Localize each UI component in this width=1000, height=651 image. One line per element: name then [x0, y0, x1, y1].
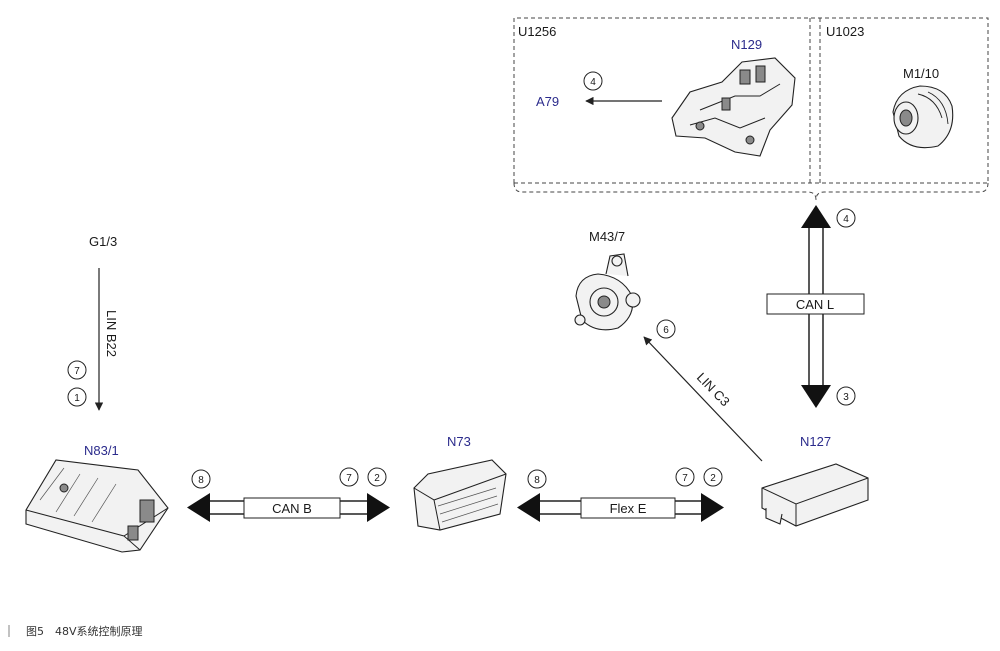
n129-transmission-valve-body — [671, 57, 796, 157]
marker-can-l-bottom: 3 — [836, 386, 856, 406]
flex-e-bus: Flex E — [517, 493, 724, 522]
marker-a79-arrow: 4 — [583, 71, 603, 91]
marker-can-l-top: 4 — [836, 208, 856, 228]
svg-text:3: 3 — [843, 392, 849, 403]
figure-caption: 图5 48V系统控制原理 — [8, 624, 143, 638]
bus-label-lin-b22: LIN B22 — [104, 310, 119, 357]
enclosure-u1256-u1023 — [513, 17, 989, 201]
group-label-u1256: U1256 — [518, 24, 556, 39]
svg-text:7: 7 — [682, 473, 688, 484]
bus-label-flex-e: Flex E — [610, 501, 647, 516]
lin-c3-bus-line — [643, 336, 763, 462]
svg-text:7: 7 — [74, 366, 80, 377]
group-label-u1023: U1023 — [826, 24, 864, 39]
marker-lin-b22-a: 7 — [67, 360, 87, 380]
svg-text:4: 4 — [843, 214, 849, 225]
component-label-n127: N127 — [800, 434, 831, 449]
marker-can-b-right-b: 2 — [367, 467, 387, 487]
svg-text:8: 8 — [198, 475, 204, 486]
caption-text: 图5 48V系统控制原理 — [26, 624, 143, 638]
component-label-g1-3: G1/3 — [89, 234, 117, 249]
svg-text:6: 6 — [663, 325, 669, 336]
svg-text:8: 8 — [534, 475, 540, 486]
can-b-bus: CAN B — [187, 493, 390, 522]
marker-flex-e-right-b: 2 — [703, 467, 723, 487]
m43-7-pump — [574, 253, 641, 331]
marker-can-b-right-a: 7 — [339, 467, 359, 487]
component-label-m43-7: M43/7 — [589, 229, 625, 244]
bus-label-can-l: CAN L — [796, 297, 834, 312]
component-label-n129: N129 — [731, 37, 762, 52]
n73-control-unit — [413, 459, 507, 531]
component-label-n83-1: N83/1 — [84, 443, 119, 458]
marker-flex-e-right-a: 7 — [675, 467, 695, 487]
svg-text:2: 2 — [374, 473, 380, 484]
svg-text:4: 4 — [590, 77, 596, 88]
svg-text:2: 2 — [710, 473, 716, 484]
marker-can-b-left: 8 — [191, 469, 211, 489]
n83-1-dc-dc-converter — [25, 459, 169, 553]
component-label-a79: A79 — [536, 94, 559, 109]
component-label-n73: N73 — [447, 434, 471, 449]
svg-text:7: 7 — [346, 473, 352, 484]
marker-flex-e-left: 8 — [527, 469, 547, 489]
component-label-m1-10: M1/10 — [903, 66, 939, 81]
bus-label-can-b: CAN B — [272, 501, 312, 516]
can-l-bus: CAN L — [766, 205, 865, 408]
marker-lin-c3: 6 — [656, 319, 676, 339]
bus-label-lin-c3: LIN C3 — [694, 370, 733, 410]
n127-powertrain-control-unit — [761, 463, 869, 527]
m1-10-motor — [892, 85, 954, 149]
marker-lin-b22-b: 1 — [67, 387, 87, 407]
svg-text:1: 1 — [74, 393, 80, 404]
